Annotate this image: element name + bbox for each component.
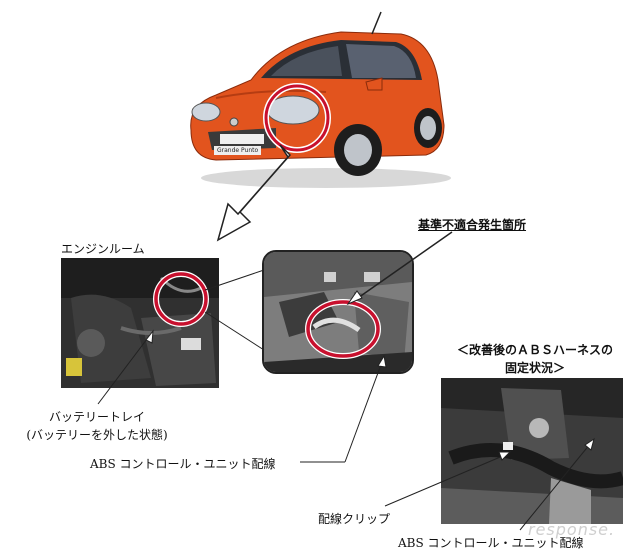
- defect-location-label: 基準不適合発生箇所: [418, 218, 527, 232]
- car-photo: [190, 11, 451, 188]
- improved-fix-title-line2: 固定状況＞: [504, 361, 565, 375]
- abs-wiring-arrowhead: [377, 354, 387, 368]
- abs-wiring-bottom-label: ABS コントロール・ユニット配線: [398, 534, 584, 551]
- abs-wiring-bottom-arrowhead: [584, 437, 595, 451]
- defect-highlight-ring: [305, 299, 381, 359]
- engine-room-label: エンジンルーム: [61, 242, 145, 256]
- improved-fix-title-line1: ＜改善後のＡＢＳハーネスの: [456, 343, 613, 357]
- battery-tray-arrowhead: [145, 329, 154, 344]
- abs-wiring-label: ABS コントロール・ユニット配線: [90, 457, 276, 471]
- wiring-clip-label: 配線クリップ: [318, 512, 391, 526]
- battery-tray-label-line2: (バッテリーを外した状態): [26, 428, 168, 442]
- battery-tray-pointer-line: [97, 334, 151, 405]
- engine-highlight-circle: [153, 271, 209, 327]
- wiring-clip-pointer-line: [384, 454, 506, 507]
- wiring-clip-arrowhead: [498, 451, 512, 461]
- battery-tray-label-line1: バッテリートレイ: [48, 410, 145, 424]
- improved-fix-title: ＜改善後のＡＢＳハーネスの 固定状況＞: [440, 341, 630, 377]
- response-watermark: response.: [528, 520, 616, 539]
- headlight-highlight-circle: [263, 83, 331, 153]
- connector-line-top: [204, 269, 265, 291]
- abs-wiring-pointer-line-v: [344, 361, 383, 463]
- improved-fix-image: [441, 378, 623, 524]
- battery-tray-label: バッテリートレイ (バッテリーを外した状態): [12, 408, 182, 444]
- connector-line-bottom: [204, 311, 265, 351]
- abs-wiring-bottom-pointer-line: [519, 443, 591, 531]
- location-arrow: [216, 144, 292, 242]
- improved-fix-photo: [441, 378, 623, 524]
- defect-pointer-line: [354, 231, 453, 301]
- car-badge: Grande Punto: [214, 146, 262, 155]
- defect-pointer-arrowhead: [346, 290, 363, 306]
